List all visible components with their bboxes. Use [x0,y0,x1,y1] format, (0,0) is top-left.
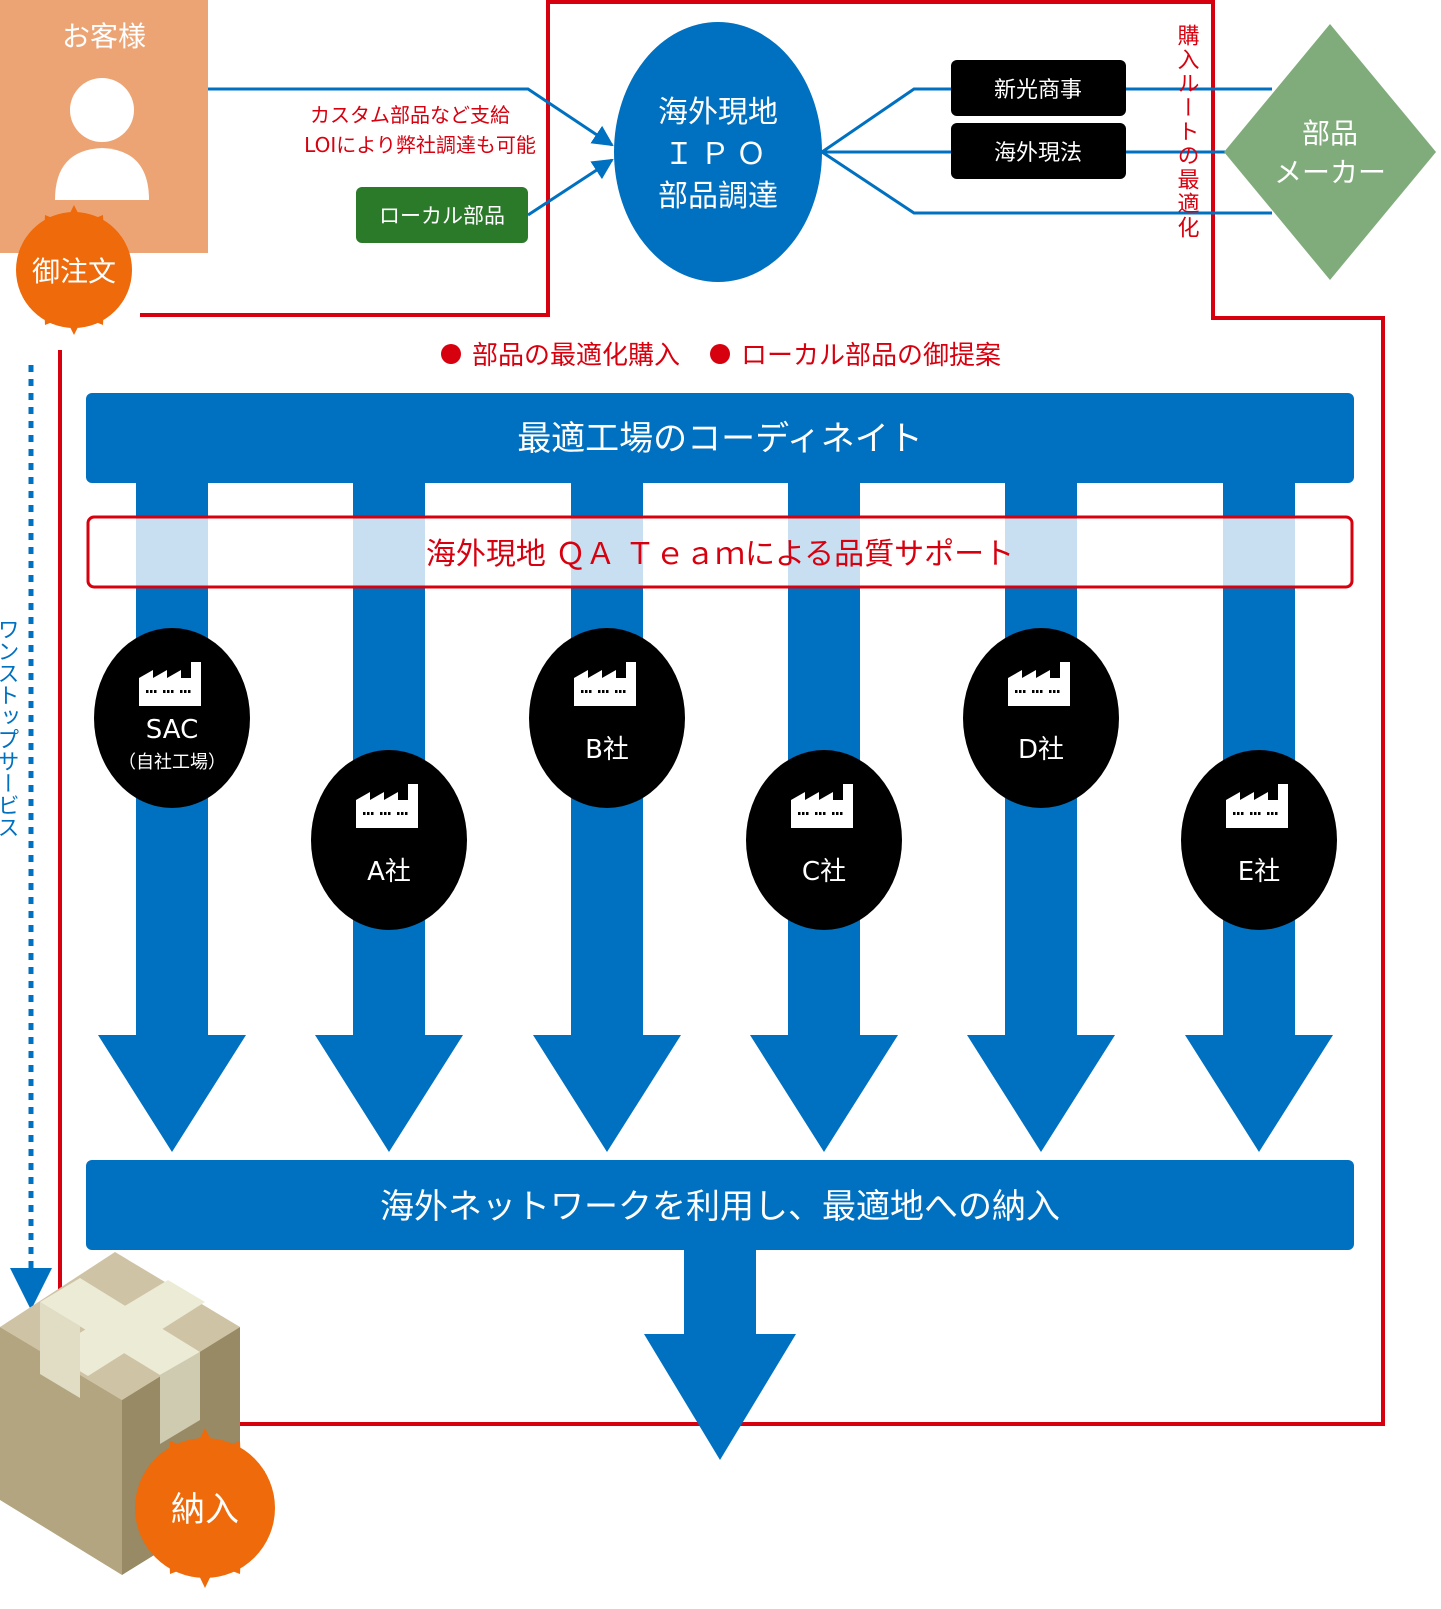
supply-note-line1: カスタム部品など支給 [310,103,510,127]
local-parts-label: ローカル部品 [379,204,505,228]
qa-bar: 海外現地 ＱＡ Ｔｅａｍによる品質サポート [86,515,1354,589]
route-box-1: 新光商事 [951,60,1126,116]
parts-maker-node: 部品 メーカー [1224,24,1436,280]
factory-name: B社 [585,735,629,765]
factory-icon [1008,662,1070,706]
factory-node: B社 [529,628,685,808]
order-badge: 御注文 [16,205,132,335]
factory-icon [356,784,418,828]
ipo-line1: 海外現地 [658,95,778,130]
person-icon [55,78,149,200]
factory-subname: （自社工場） [118,752,226,773]
supply-note-line2: LOIにより弊社調達も可能 [304,133,536,157]
local-parts-box: ローカル部品 [356,187,528,243]
feature-bullet-2 [710,344,730,364]
factory-name: C社 [802,857,846,887]
customer-label: お客様 [62,20,146,53]
customer-to-ipo-line [208,87,614,147]
factory-name: D社 [1018,735,1064,765]
route-label-1: 新光商事 [994,78,1082,103]
factory-name: E社 [1238,857,1280,887]
package-box-icon [0,1252,240,1575]
factory-name: SAC [146,715,198,745]
coordinate-bar: 最適工場のコーディネイト [86,393,1354,483]
order-label: 御注文 [32,255,116,288]
feature-bullet-1 [441,344,461,364]
delivery-badge-label: 納入 [171,1490,239,1530]
coordinate-bar-label: 最適工場のコーディネイト [517,419,923,459]
factory-nodes: SAC （自社工場） A社 B社 C社 D社 E社 [94,628,1337,930]
delivery-bar: 海外ネットワークを利用し、最適地への納入 [86,1160,1354,1250]
factory-node: A社 [311,750,467,930]
factory-icon [139,662,201,706]
delivery-badge: 納入 [135,1428,275,1588]
factory-node: D社 [963,628,1119,808]
qa-bar-label: 海外現地 ＱＡ Ｔｅａｍによる品質サポート [426,537,1014,572]
delivery-bar-label: 海外ネットワークを利用し、最適地への納入 [380,1187,1060,1227]
factory-node: C社 [746,750,902,930]
ipo-node: 海外現地 ＩＰＯ 部品調達 [614,22,822,282]
route-label-2: 海外現法 [994,141,1082,166]
customer-box: お客様 [0,0,208,253]
factory-node: E社 [1181,750,1337,930]
one-stop-label: ワンストップサービス [0,618,19,838]
feature-label-1: 部品の最適化購入 [472,341,680,371]
red-frame [58,0,1385,1426]
factory-icon [574,662,636,706]
one-stop-arrowhead [10,1268,52,1310]
ipo-line2: ＩＰＯ [664,137,772,172]
factory-name: A社 [367,857,411,887]
route-box-2: 海外現法 [951,123,1126,179]
factory-icon [1226,784,1288,828]
route-optimization-label: 購入ルートの最適化 [1174,24,1200,240]
maker-line1: 部品 [1302,117,1358,150]
local-parts-to-ipo-line [527,158,614,217]
feature-label-2: ローカル部品の御提案 [741,341,1001,371]
ipo-line3: 部品調達 [658,179,778,214]
factory-icon [791,784,853,828]
maker-line2: メーカー [1274,156,1386,189]
final-delivery-arrow [644,1250,796,1460]
factory-node: SAC （自社工場） [94,628,250,808]
